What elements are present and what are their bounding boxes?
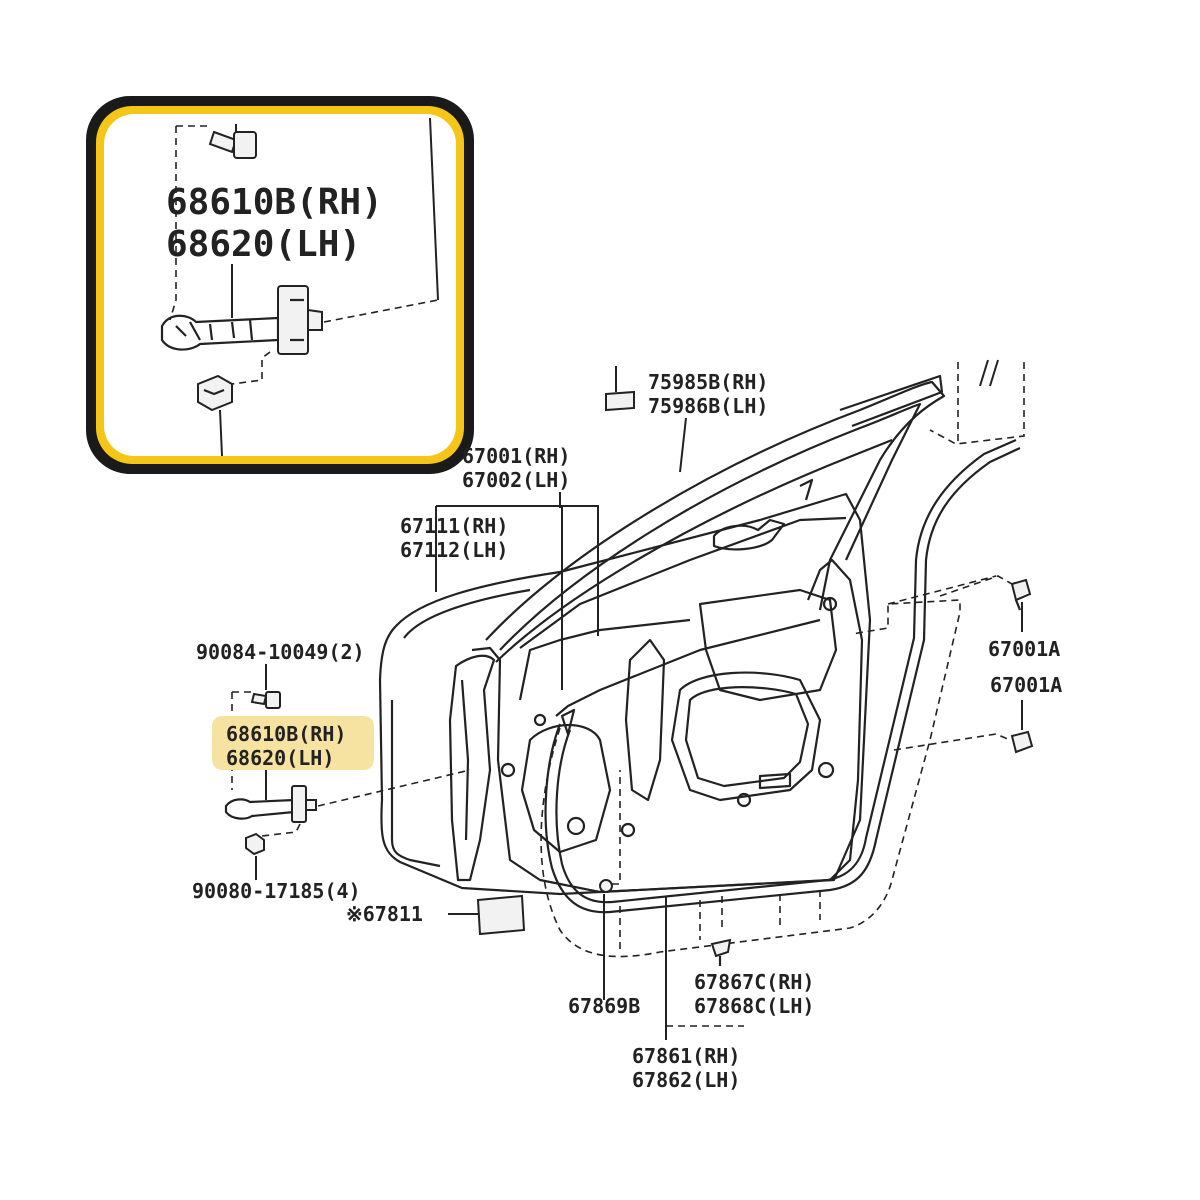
- nut-main-icon: [245, 832, 265, 856]
- label-67111: 67111(RH): [400, 514, 508, 538]
- inset-label-lh: 68620(LH): [166, 224, 361, 265]
- outer-door-panel-icon: [378, 492, 872, 896]
- label-67867c: 67867C(RH): [694, 970, 814, 994]
- label-67001a-1: 67001A: [988, 637, 1060, 661]
- weatherstrip-icon: [544, 438, 1021, 914]
- window-frame-icon: [485, 374, 946, 663]
- bolt-icon: [208, 124, 257, 159]
- label-67002: 67002(LH): [462, 468, 570, 492]
- label-67868c: 67868C(LH): [694, 994, 814, 1018]
- label-67001: 67001(RH): [462, 444, 570, 468]
- inner-door-structure-icon: [448, 558, 864, 894]
- clip-c-icon: [710, 938, 732, 966]
- bolt-main-icon: [250, 691, 281, 709]
- plug-icon: [599, 770, 621, 893]
- check-label-highlight: [212, 716, 374, 770]
- clip-icon: [1010, 578, 1032, 611]
- inset-panel: 68610B(RH) 68620(LH): [86, 96, 474, 474]
- pad-small-icon: [605, 366, 635, 412]
- door-check-icon: [160, 285, 323, 355]
- label-67811: ※67811: [346, 902, 423, 926]
- label-67112: 67112(LH): [400, 538, 508, 562]
- clip-icon-2: [1010, 730, 1034, 754]
- inset-label-rh: 68610B(RH): [166, 182, 383, 223]
- pad-icon: [476, 894, 526, 936]
- label-67001a-2: 67001A: [990, 673, 1062, 697]
- door-check-main-icon: [224, 785, 317, 823]
- label-67869b: 67869B: [568, 994, 640, 1018]
- label-75985b: 75985B(RH): [648, 370, 768, 394]
- label-67861: 67861(RH): [632, 1044, 740, 1068]
- label-67862: 67862(LH): [632, 1068, 740, 1092]
- label-68610b: 68610B(RH): [226, 722, 346, 746]
- nut-icon: [197, 374, 233, 412]
- label-68620: 68620(LH): [226, 746, 334, 770]
- label-90080-17185: 90080-17185(4): [192, 879, 361, 903]
- label-90084-10049: 90084-10049(2): [196, 640, 365, 664]
- label-75986b: 75986B(LH): [648, 394, 768, 418]
